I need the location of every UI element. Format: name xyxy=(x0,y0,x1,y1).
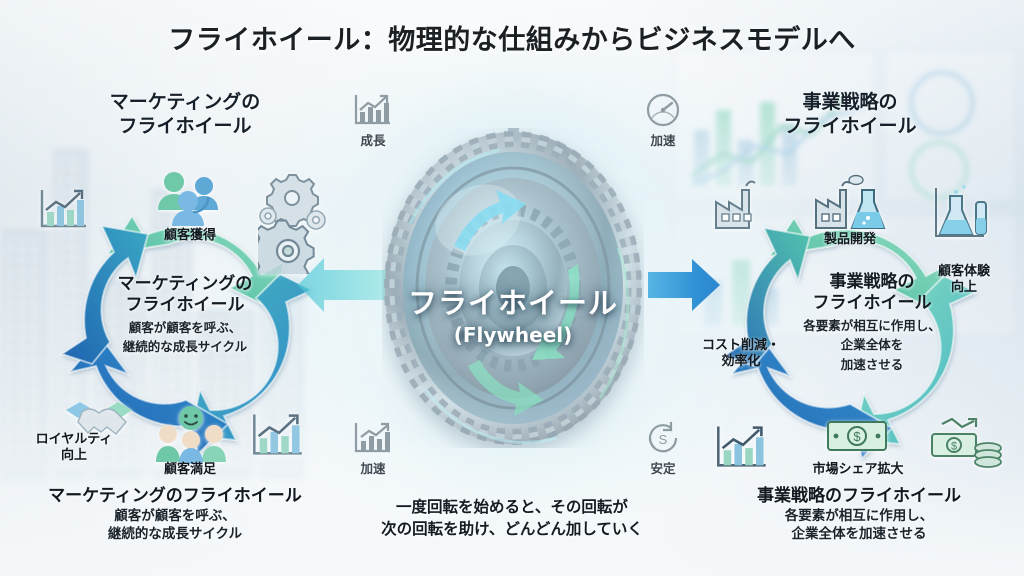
right-hub-line2: フライホイール xyxy=(812,293,932,314)
left-node-left-label: ロイヤルティ 向上 xyxy=(16,432,132,464)
svg-text:$: $ xyxy=(951,441,957,453)
right-hub-sub-line3: 加速させる xyxy=(840,356,904,372)
left-hub-text: マーケティングの フライホイール 顧客が顧客を呼ぶ、 継続的な成長サイクル xyxy=(78,274,292,356)
flywheel-center-label: フライホイール (Flywheel) xyxy=(382,280,644,347)
right-heading-line1: 事業戦略の xyxy=(802,91,898,113)
left-caption-line3: 継続的な成長サイクル xyxy=(107,526,243,543)
money-coins-icon: $ xyxy=(930,418,1004,472)
flywheel-graphic: フライホイール (Flywheel) xyxy=(326,80,700,496)
left-hub-sub-line2: 継続的な成長サイクル xyxy=(122,339,248,354)
right-caption: 事業戦略のフライホイール 各要素が相互に作用し、 企業全体を加速させる xyxy=(694,485,1024,544)
right-caption-line1: 事業戦略のフライホイール xyxy=(757,486,961,506)
right-node-left-label: コスト削減・ 効率化 xyxy=(686,338,796,370)
left-node-left-line2: 向上 xyxy=(60,447,87,463)
growth-chart-icon xyxy=(250,410,306,460)
right-hub-text: 事業戦略の フライホイール 各要素が相互に作用し、 企業全体を 加速させる xyxy=(766,272,978,373)
left-hub-sub-line1: 顧客が顧客を呼ぶ、 xyxy=(128,319,242,335)
page-title: フライホイール：物理的な仕組みからビジネスモデルへ xyxy=(168,25,856,56)
center-metric-growth: 成長 xyxy=(336,92,410,149)
flywheel-label-en: (Flywheel) xyxy=(453,323,573,347)
right-node-left-line1: コスト削減・ xyxy=(701,338,780,353)
bar-chart-icon xyxy=(354,422,390,453)
center-metric-stability-label: 安定 xyxy=(650,461,676,476)
right-hub-sub-line1: 各要素が相互に作用し、 xyxy=(803,317,941,333)
right-node-right-label: 顧客体験 向上 xyxy=(916,264,1012,296)
right-node-right-line1: 顧客体験 xyxy=(937,264,990,279)
svg-text:S: S xyxy=(659,432,668,447)
customers-icon xyxy=(152,168,226,228)
growth-chart-icon xyxy=(714,422,770,472)
lab-flask-icon xyxy=(930,182,996,244)
svg-text:$: $ xyxy=(853,429,861,444)
left-node-bottom-label: 顧客満足 xyxy=(163,462,216,477)
factory-lab-icon xyxy=(812,172,886,234)
right-caption-line2: 各要素が相互に作用し、 xyxy=(784,508,934,525)
center-caption-line1: 一度回転を始めると、その回転が xyxy=(396,498,628,516)
center-metric-stability: S 安定 xyxy=(626,420,700,477)
right-node-bottom-label: 市場シェア拡大 xyxy=(812,462,904,477)
right-hub-line1: 事業戦略の xyxy=(829,272,915,292)
left-heading-line1: マーケティングの xyxy=(109,91,261,113)
sync-stability-icon: S xyxy=(648,422,678,453)
left-caption-line2: 顧客が顧客を呼ぶ、 xyxy=(114,508,236,525)
left-node-left-line1: ロイヤルティ xyxy=(35,432,113,447)
money-bill-icon: $ xyxy=(826,418,888,454)
right-caption-line3: 企業全体を加速させる xyxy=(791,526,927,543)
right-node-right-line2: 向上 xyxy=(950,279,977,295)
center-caption: 一度回転を始めると、その回転が 次の回転を助け、どんどん加していく xyxy=(330,496,694,540)
left-hub-line2: フライホイール xyxy=(125,295,245,316)
left-hub-line1: マーケティングの xyxy=(117,274,253,294)
right-heading-line2: フライホイール xyxy=(783,115,917,138)
flywheel-label-jp: フライホイール xyxy=(407,286,618,320)
happy-customers-icon xyxy=(152,404,230,464)
left-heading-line2: フライホイール xyxy=(118,115,252,138)
center-metric-acceleration-top-label: 加速 xyxy=(650,133,676,148)
right-node-top-label: 製品開発 xyxy=(823,232,876,247)
center-metric-acceleration-bottom-label: 加速 xyxy=(360,461,386,476)
growth-chart-icon xyxy=(354,94,390,125)
handshake-icon xyxy=(62,392,136,440)
center-metric-acceleration-bottom: 加速 xyxy=(336,420,410,477)
left-caption-line1: マーケティングのフライホイール xyxy=(48,486,302,506)
right-section-heading: 事業戦略の フライホイール xyxy=(720,90,980,139)
left-section-heading: マーケティングの フライホイール xyxy=(60,90,310,139)
gauge-icon xyxy=(646,93,680,127)
right-node-left-line2: 効率化 xyxy=(721,353,761,369)
center-metric-acceleration-top: 加速 xyxy=(626,92,700,149)
center-caption-line2: 次の回転を助け、どんどん加していく xyxy=(381,520,643,538)
right-hub-sub-line2: 企業全体を xyxy=(840,337,904,352)
growth-chart-icon xyxy=(38,186,90,232)
center-metric-growth-label: 成長 xyxy=(360,133,386,148)
left-node-top-label: 顧客獲得 xyxy=(163,228,216,243)
left-caption: マーケティングのフライホイール 顧客が顧客を呼ぶ、 継続的な成長サイクル xyxy=(10,485,340,544)
factory-icon xyxy=(712,180,774,232)
gears-icon xyxy=(258,174,328,274)
